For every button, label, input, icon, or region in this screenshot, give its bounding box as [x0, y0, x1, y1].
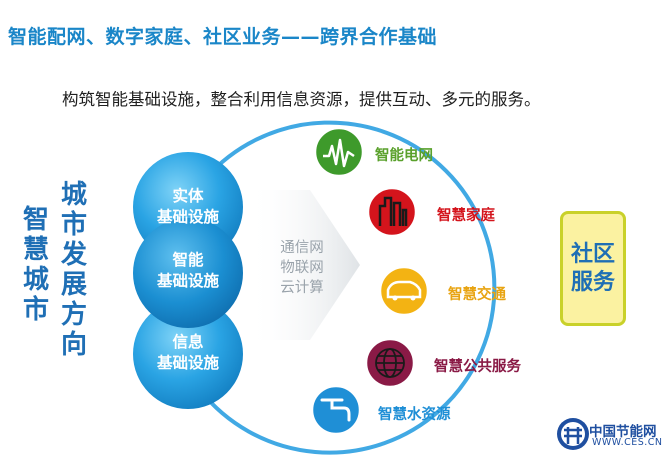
- physical-infrastructure-label: 实体 基础设施: [156, 187, 219, 226]
- page-subtitle: 构筑智能基础设施，整合利用信息资源，提供互动、多元的服务。: [62, 90, 541, 109]
- flow-arrow: [248, 190, 360, 340]
- node-smart-public-service: [364, 337, 416, 389]
- smart-infrastructure-ball: [133, 218, 243, 328]
- smart-transport-label: 智慧交通: [448, 287, 506, 303]
- smart-grid-label: 智能电网: [375, 148, 433, 164]
- orbit-arc: [198, 120, 497, 455]
- globe-icon: [375, 348, 405, 378]
- smart-water-label: 智慧水资源: [378, 407, 451, 423]
- node-smart-transport: [378, 265, 430, 317]
- faucet-icon: [320, 398, 351, 422]
- community-service-box: 社区服务: [560, 211, 626, 326]
- smart-city-label: 智慧城市: [22, 205, 49, 325]
- page-title: 智能配网、数字家庭、社区业务——跨界合作基础: [8, 26, 438, 48]
- buildings-icon: [378, 196, 408, 226]
- waveform-icon: [323, 138, 355, 168]
- ces-logo-icon: [557, 418, 589, 450]
- information-infrastructure-ball: [133, 299, 243, 409]
- logo-url: WWW.CES.CN: [592, 437, 663, 448]
- car-icon: [386, 280, 422, 299]
- community-service-label: 社区服务: [570, 241, 615, 295]
- logo-name: 中国节能网: [589, 424, 657, 440]
- smart-home-label: 智慧家庭: [437, 208, 495, 224]
- node-smart-grid: [313, 126, 365, 178]
- network-technologies-label: 通信网 物联网 云计算: [280, 240, 324, 296]
- smart-infrastructure-label: 智能 基础设施: [156, 251, 219, 290]
- information-infrastructure-label: 信息 基础设施: [156, 333, 219, 372]
- node-smart-home: [366, 186, 418, 238]
- node-smart-water: [310, 384, 362, 436]
- smart-public-service-label: 智慧公共服务: [434, 359, 521, 375]
- city-development-label: 城市发展方向: [60, 180, 87, 360]
